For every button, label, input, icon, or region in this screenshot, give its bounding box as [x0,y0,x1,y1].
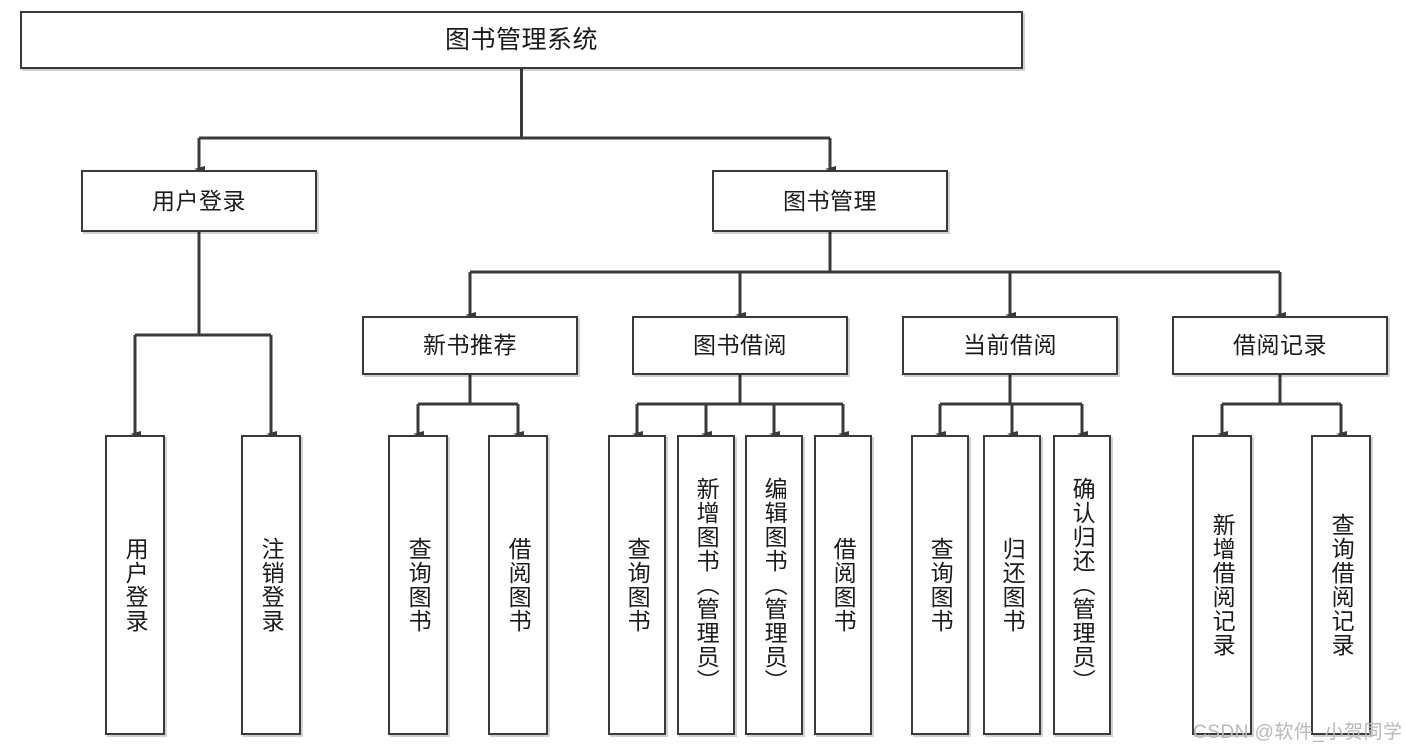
node-label: 借阅图书 [830,537,857,633]
node-label: 图书借阅 [693,332,787,359]
node-leaf-add-borrow-record[interactable]: 新增借阅记录 [1192,435,1252,735]
node-label: 图书管理 [783,187,877,214]
node-book-management[interactable]: 图书管理 [712,170,948,232]
csdn-watermark: CSDN @软件_小贺同学 [1193,722,1403,743]
node-leaf-add-book[interactable]: 新增图书（管理员） [677,435,735,735]
node-label: 新增借阅记录 [1209,513,1236,657]
node-label: 查询图书 [624,537,651,633]
node-label: 归还图书 [999,537,1026,633]
node-leaf-query-borrow-record[interactable]: 查询借阅记录 [1311,435,1371,735]
node-label: 新书推荐 [423,332,517,359]
node-user-login[interactable]: 用户登录 [81,170,317,232]
node-leaf-query-book-borrow[interactable]: 查询图书 [608,435,666,735]
node-label: 借阅图书 [505,537,532,633]
node-label: 用户登录 [152,187,246,214]
node-label: 确认归还（管理员） [1069,477,1096,693]
node-label: 查询图书 [927,537,954,633]
node-leaf-return-book[interactable]: 归还图书 [983,435,1041,735]
node-leaf-borrow-book-recommend[interactable]: 借阅图书 [488,435,548,735]
node-label: 当前借阅 [963,332,1057,359]
node-leaf-edit-book[interactable]: 编辑图书（管理员） [745,435,803,735]
node-leaf-user-logout[interactable]: 注销登录 [241,435,301,735]
node-current-borrow[interactable]: 当前借阅 [902,316,1118,375]
node-new-book-recommend[interactable]: 新书推荐 [362,316,578,375]
node-leaf-query-book-current[interactable]: 查询图书 [911,435,969,735]
node-leaf-query-book-recommend[interactable]: 查询图书 [388,435,448,735]
node-label: 图书管理系统 [444,25,598,54]
node-root-system[interactable]: 图书管理系统 [20,11,1023,69]
node-label: 新增图书（管理员） [693,477,720,693]
node-label: 借阅记录 [1233,332,1327,359]
node-label: 用户登录 [122,537,149,633]
node-leaf-borrow-book[interactable]: 借阅图书 [814,435,872,735]
node-label: 查询图书 [405,537,432,633]
node-borrow-record[interactable]: 借阅记录 [1172,316,1388,375]
node-label: 编辑图书（管理员） [761,477,788,693]
node-book-borrow[interactable]: 图书借阅 [632,316,848,375]
node-label: 查询借阅记录 [1328,513,1355,657]
node-leaf-user-login[interactable]: 用户登录 [105,435,165,735]
node-leaf-confirm-return[interactable]: 确认归还（管理员） [1053,435,1111,735]
node-label: 注销登录 [258,537,285,633]
